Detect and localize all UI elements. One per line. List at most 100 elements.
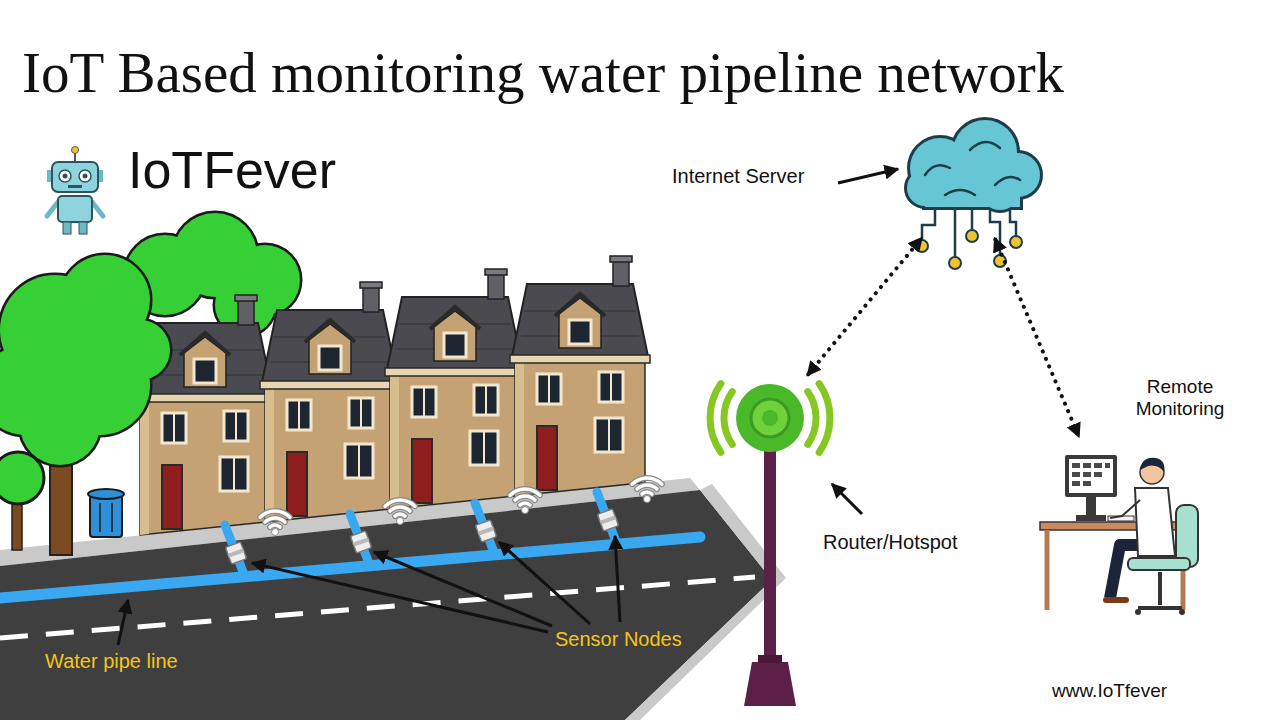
trash-can	[111, 503, 113, 532]
robot-logo	[63, 222, 71, 234]
houses	[510, 256, 650, 496]
front-tree	[12, 500, 22, 550]
cloud-server	[925, 165, 950, 175]
wifi-icons	[385, 500, 415, 525]
robot-logo	[68, 185, 82, 188]
remote-workstation	[1072, 463, 1110, 486]
houses	[385, 269, 525, 509]
router-lamppost	[751, 399, 789, 437]
road	[0, 478, 786, 720]
sensor-caption: Sensor Nodes	[555, 628, 682, 651]
node-label: Remote Monitoring	[1120, 376, 1240, 420]
robot-logo	[52, 162, 98, 192]
back-tree	[125, 213, 300, 335]
sensor-nodes	[475, 503, 497, 555]
remote-workstation	[1158, 572, 1162, 605]
node-label: Internet Server	[672, 165, 804, 188]
robot-logo	[74, 153, 76, 162]
sensor-nodes	[350, 514, 372, 566]
remote-workstation	[1040, 455, 1198, 615]
remote-workstation	[1072, 481, 1080, 486]
robot-logo	[47, 147, 103, 235]
leader-line	[374, 552, 552, 626]
dotted-connector	[808, 239, 921, 374]
robot-logo	[92, 202, 103, 216]
front-tree	[0, 255, 170, 555]
node-label: Router/Hotspot	[823, 531, 958, 554]
remote-workstation	[1072, 463, 1080, 468]
cloud-server	[922, 205, 935, 240]
cloud-server	[925, 165, 1020, 207]
leader-line	[615, 536, 620, 622]
router-lamppost	[744, 662, 796, 706]
trash-can	[88, 489, 124, 537]
server-cloud: Internet Server	[905, 125, 1035, 235]
front-tree	[110, 320, 170, 380]
cloud-server	[907, 120, 1040, 210]
cloud-server	[1010, 236, 1022, 248]
robot-logo	[58, 196, 92, 222]
wifi-icons	[632, 478, 662, 503]
front-tree	[0, 255, 170, 465]
back-tree	[125, 213, 300, 335]
router-hotspot: Router/Hotspot	[705, 378, 837, 460]
brand-name: IoTFever	[128, 141, 336, 201]
remote-workstation	[1110, 500, 1140, 518]
houses	[135, 256, 650, 535]
water-pipe	[0, 537, 700, 598]
page-title: IoT Based monitoring water pipeline netw…	[22, 40, 1064, 106]
front-tree	[0, 255, 170, 465]
remote-workstation	[1069, 459, 1113, 493]
dotted-connector	[995, 240, 1078, 436]
label-holder: Water pipe line	[45, 650, 178, 673]
leader-line	[832, 484, 862, 514]
trash-can	[99, 503, 101, 532]
cloud-server	[970, 142, 1000, 150]
trash-can	[88, 489, 124, 499]
front-tree	[20, 385, 100, 465]
front-tree	[0, 452, 44, 504]
houses	[260, 282, 400, 522]
remote-workstation	[1135, 488, 1175, 556]
remote-workstation	[1135, 609, 1141, 615]
robot-logo	[63, 174, 68, 179]
cloud-server	[995, 177, 1020, 185]
router-lamppost	[758, 655, 782, 663]
wifi-icons	[260, 478, 662, 536]
cloud-server	[945, 190, 975, 195]
cloud-server	[907, 120, 1040, 210]
label-holder: IoTFever	[128, 141, 336, 201]
remote-workstation	[1086, 497, 1096, 515]
cloud-server	[925, 165, 1020, 207]
sensor-nodes	[225, 525, 247, 577]
leader-line	[118, 169, 898, 645]
remote-workstation	[1083, 463, 1091, 468]
cloud-server	[966, 230, 978, 242]
leader-line	[838, 169, 898, 183]
remote-workstation	[1140, 458, 1164, 472]
robot-logo	[59, 170, 71, 182]
wifi-icons	[260, 511, 290, 536]
website-text: www.IoTfever	[1052, 680, 1167, 702]
cloud-server	[954, 205, 957, 257]
cloud-server	[907, 120, 1040, 269]
remote-workstation	[1179, 609, 1185, 615]
pipe-caption: Water pipe line	[45, 650, 178, 673]
remote-workstation	[1094, 472, 1102, 477]
leader-line	[252, 563, 548, 632]
monitoring-station: Remote Monitoring	[1030, 440, 1205, 615]
cloud-server	[949, 257, 961, 269]
remote-workstation	[1072, 472, 1080, 477]
router-lamppost	[710, 384, 830, 453]
remote-workstation	[1138, 606, 1182, 610]
remote-workstation	[1076, 515, 1106, 521]
router-lamppost	[710, 384, 830, 706]
remote-workstation	[1045, 530, 1050, 610]
remote-workstation	[1083, 472, 1091, 477]
wifi-icons	[510, 489, 540, 514]
sensor-nodes	[225, 492, 619, 577]
remote-workstation	[1128, 558, 1190, 570]
robot-logo	[72, 147, 79, 154]
